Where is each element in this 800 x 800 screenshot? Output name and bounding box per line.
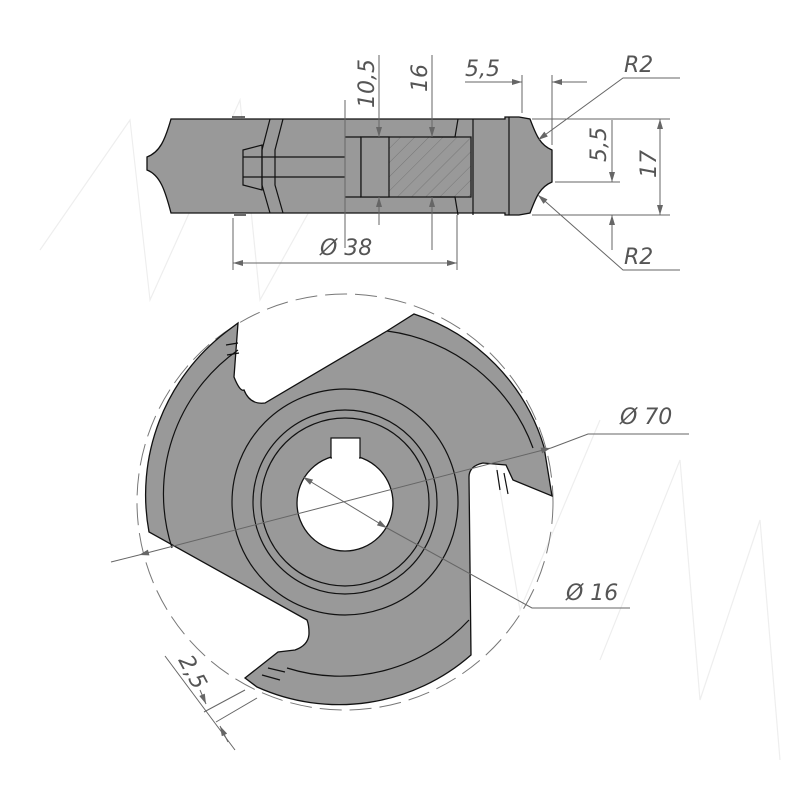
cutter-side-profile [146, 116, 553, 216]
side-view [146, 116, 553, 216]
dim-diameter-70: Ø 70 [619, 405, 672, 430]
relief-arc [286, 619, 470, 677]
dim-r2-bottom: R2 [624, 245, 653, 270]
dim-5-5-v: 5,5 [587, 127, 612, 162]
dim-diameter-38: Ø 38 [319, 236, 372, 261]
bore-section [360, 136, 390, 198]
dim-r2-top: R2 [624, 53, 653, 78]
dim-10-5: 10,5 [355, 59, 380, 108]
key-way [330, 437, 361, 459]
dim-5-5-h: 5,5 [465, 57, 500, 82]
dim-2-5: 2,5 [173, 651, 212, 694]
tooth-side [261, 118, 284, 214]
side-view-dimensions: 10,5 16 5,5 R2 5,5 17 R2 Ø 38 [232, 53, 680, 271]
dim-17: 17 [637, 150, 662, 178]
key-slot [242, 144, 345, 191]
cutting-diameter-circle [136, 293, 554, 711]
dim-16-side: 16 [408, 64, 433, 92]
relief-arc [386, 330, 534, 449]
hub-step [431, 118, 459, 216]
dim-diameter-16: Ø 16 [565, 581, 618, 606]
